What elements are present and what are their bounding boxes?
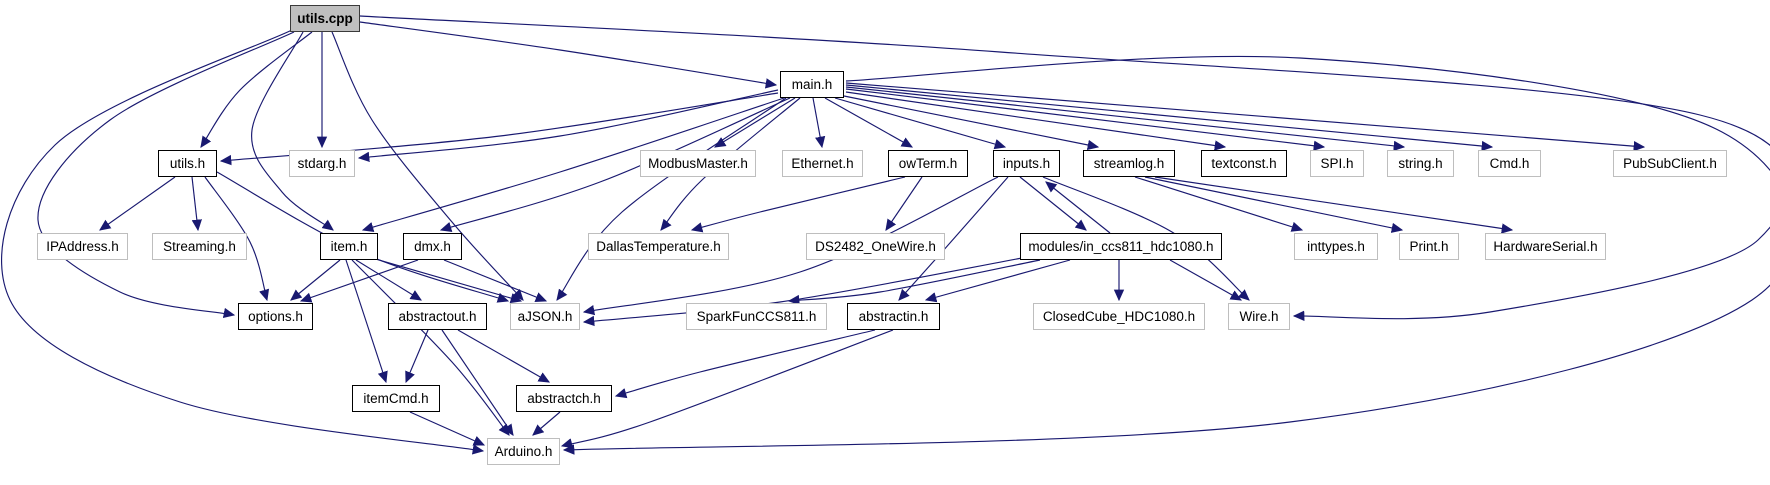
edge-main-h--inputs-h: [834, 97, 1007, 150]
node-aJSON-h: aJSON.h: [510, 303, 580, 330]
edge-modules-in-ccs811-hdc1080-h--inputs-h: [1045, 181, 1111, 234]
edge-abstractout-h--abstractch-h: [457, 329, 550, 383]
edge-utils-cpp--aJSON-h: [331, 31, 524, 301]
edge-modules-in-ccs811-hdc1080-h--aJSON-h: [582, 257, 1023, 327]
edge-main-h--streamlog-h: [843, 95, 1100, 151]
edge-abstractin-h--abstractch-h: [614, 329, 876, 399]
node-DallasTemperature-h: DallasTemperature.h: [588, 233, 729, 260]
node-ModbusMaster-h: ModbusMaster.h: [640, 150, 756, 177]
node-textconst-h[interactable]: textconst.h: [1201, 150, 1287, 177]
node-stdarg-h: stdarg.h: [289, 150, 355, 177]
edge-abstractch-h--Arduino-h: [532, 411, 561, 436]
node-ClosedCube-HDC1080-h: ClosedCube_HDC1080.h: [1033, 303, 1205, 330]
node-inputs-h[interactable]: inputs.h: [993, 150, 1060, 177]
edge-main-h--item-h: [361, 97, 785, 233]
node-utils-cpp: utils.cpp: [290, 5, 360, 32]
node-main-h[interactable]: main.h: [780, 71, 844, 98]
edge-utils-h--IPAddress-h: [99, 176, 176, 231]
node-dmx-h[interactable]: dmx.h: [403, 233, 462, 260]
node-SparkFunCCS811-h: SparkFunCCS811.h: [686, 303, 827, 330]
node-utils-h[interactable]: utils.h: [158, 150, 217, 177]
node-abstractin-h[interactable]: abstractin.h: [847, 303, 940, 330]
edge-item-h--Arduino-h: [351, 259, 510, 436]
node-item-h[interactable]: item.h: [320, 233, 378, 260]
node-Streaming-h: Streaming.h: [152, 233, 247, 260]
node-options-h[interactable]: options.h: [238, 303, 313, 330]
node-Cmd-h: Cmd.h: [1478, 150, 1541, 177]
edge-modules-in-ccs811-hdc1080-h--Wire-h: [1169, 259, 1243, 301]
edge-abstractin-h--Arduino-h: [560, 329, 894, 449]
edge-main-h--string-h: [845, 86, 1406, 152]
edge-main-h--Cmd-h: [845, 84, 1494, 152]
node-Ethernet-h: Ethernet.h: [782, 150, 863, 177]
edge-main-h--SPI-h: [845, 88, 1326, 151]
edge-main-h--textconst-h: [845, 91, 1227, 151]
node-Print-h: Print.h: [1399, 233, 1459, 260]
edge-main-h--stdarg-h: [357, 89, 779, 163]
node-abstractch-h[interactable]: abstractch.h: [516, 385, 612, 412]
edge-utils-h--Streaming-h: [191, 176, 202, 232]
node-owTerm-h[interactable]: owTerm.h: [888, 150, 968, 177]
edge-main-h--aJSON-h: [556, 97, 787, 301]
edge-item-h--aJSON-h: [371, 257, 523, 304]
node-streamlog-h[interactable]: streamlog.h: [1083, 150, 1175, 177]
edge-streamlog-h--HardwareSerial-h: [1154, 176, 1514, 234]
edge-utils-cpp--Wire-h: [359, 15, 1770, 321]
edge-item-h--abstractout-h: [355, 259, 422, 301]
edge-abstractout-h--itemCmd-h: [405, 329, 429, 384]
edge-utils-h--options-h: [204, 176, 270, 302]
edge-main-h--Arduino-h: [562, 55, 1770, 455]
edge-main-h--utils-h: [219, 92, 779, 166]
node-Wire-h: Wire.h: [1228, 303, 1290, 330]
node-abstractout-h[interactable]: abstractout.h: [388, 303, 487, 330]
edge-inputs-h--modules-in-ccs811-hdc1080-h: [1019, 176, 1087, 231]
edge-abstractout-h--Arduino-h: [441, 329, 514, 436]
edge-main-h--ModbusMaster-h: [714, 97, 796, 148]
node-PubSubClient-h: PubSubClient.h: [1613, 150, 1727, 177]
edge-utils-cpp--Arduino-h: [1, 29, 485, 455]
edge-dmx-h--options-h: [299, 259, 419, 303]
node-Arduino-h: Arduino.h: [487, 438, 560, 465]
node-inttypes-h: inttypes.h: [1294, 233, 1378, 260]
edge-utils-cpp--options-h: [37, 31, 295, 319]
node-string-h: string.h: [1387, 150, 1454, 177]
node-modules-in-ccs811-hdc1080-h[interactable]: modules/in_ccs811_hdc1080.h: [1020, 233, 1222, 260]
edge-main-h--dmx-h: [439, 97, 791, 232]
node-itemCmd-h[interactable]: itemCmd.h: [352, 385, 440, 412]
edge-itemCmd-h--Arduino-h: [409, 411, 486, 446]
edge-modules-in-ccs811-hdc1080-h--abstractin-h: [924, 259, 1071, 303]
edge-item-h--itemCmd-h: [345, 259, 388, 384]
edge-utils-cpp--utils-h: [200, 31, 313, 148]
edge-item-h--options-h: [290, 259, 341, 301]
edge-main-h--PubSubClient-h: [845, 82, 1646, 152]
node-HardwareSerial-h: HardwareSerial.h: [1485, 233, 1606, 260]
node-DS2482-OneWire-h: DS2482_OneWire.h: [806, 233, 945, 260]
edge-owTerm-h--DallasTemperature-h: [690, 176, 906, 233]
node-SPI-h: SPI.h: [1310, 150, 1364, 177]
edge-inputs-h--Wire-h: [1042, 176, 1250, 301]
node-IPAddress-h: IPAddress.h: [37, 233, 128, 260]
edge-owTerm-h--DS2482-OneWire-h: [885, 176, 923, 231]
edge-utils-cpp--main-h: [359, 21, 778, 89]
edge-streamlog-h--Print-h: [1144, 176, 1404, 233]
edge-modules-in-ccs811-hdc1080-h--SparkFunCCS811-h: [787, 259, 1041, 306]
edge-inputs-h--aJSON-h: [582, 176, 999, 316]
edge-main-h--Ethernet-h: [812, 97, 826, 149]
edge-main-h--owTerm-h: [824, 97, 914, 148]
edge-dmx-h--aJSON-h: [443, 259, 548, 302]
edge-streamlog-h--inttypes-h: [1134, 176, 1304, 232]
